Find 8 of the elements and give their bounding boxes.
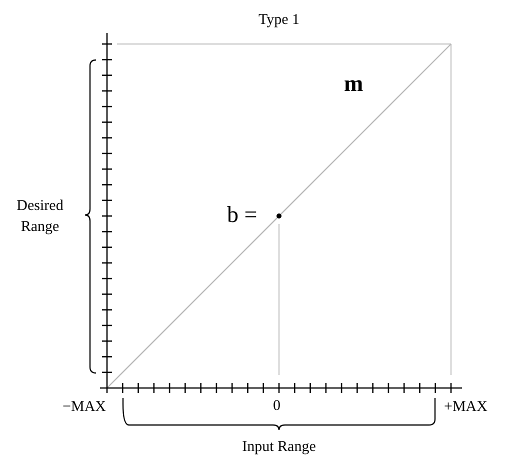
axis-label: −MAX [62, 400, 106, 415]
slope-label: m [344, 72, 364, 95]
intercept-label: b = [227, 203, 258, 226]
chart-title: Type 1 [257, 13, 301, 28]
axis-label: Desired Range [16, 197, 64, 237]
axis-label: Input Range [241, 440, 317, 455]
axis-label: +MAX [444, 400, 488, 415]
tick-label: 0 [273, 399, 280, 414]
